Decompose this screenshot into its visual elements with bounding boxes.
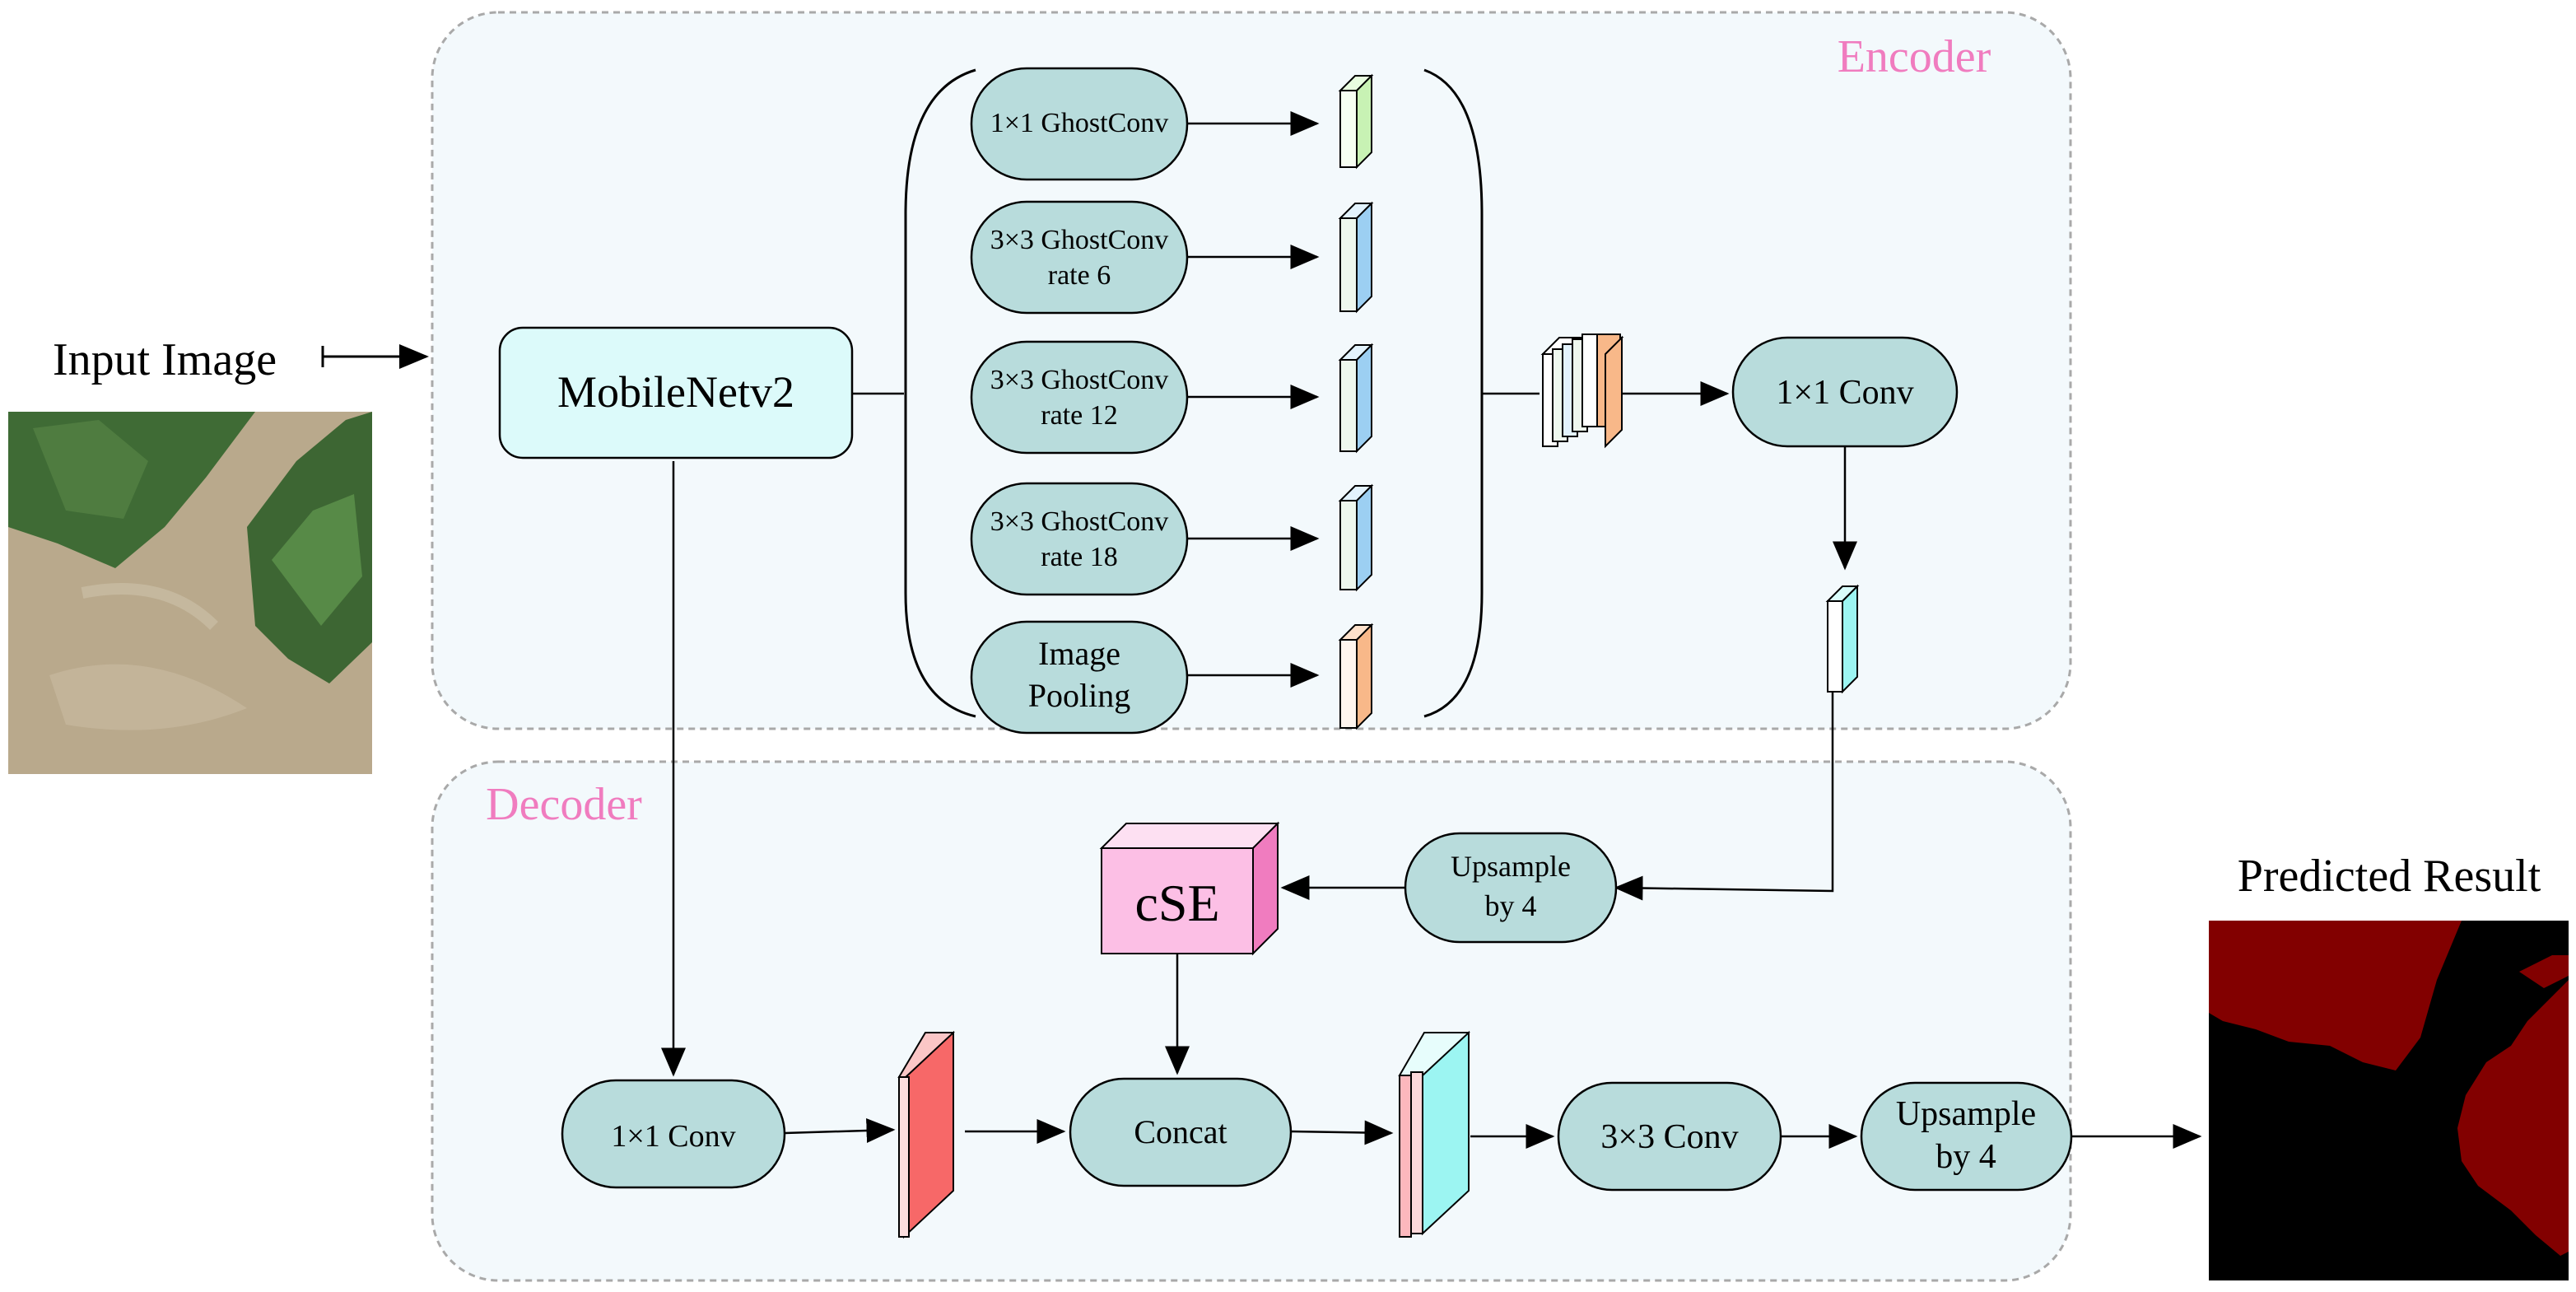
mobilenetv2-node: MobileNetv2: [498, 326, 854, 459]
predicted-result-label: Predicted Result: [2238, 851, 2541, 902]
aspp-right-bracket: [1423, 68, 1484, 718]
ghostconv-rate12-rate: rate 12: [1041, 400, 1117, 431]
upsample-bottom-label-2: by 4: [1935, 1138, 1996, 1176]
ghostconv-rate18-node: 3×3 GhostConv rate 18: [970, 482, 1189, 596]
predicted-result-image: [2209, 921, 2569, 1280]
ghostconv-1x1-node: 1×1 GhostConv: [970, 67, 1189, 181]
ghostconv-rate12-node: 3×3 GhostConv rate 12: [970, 340, 1189, 455]
input-image: [8, 412, 372, 774]
ghostconv-rate18-label: 3×3 GhostConv: [990, 506, 1169, 537]
encoder-label: Encoder: [1838, 31, 1991, 82]
decoder-label: Decoder: [486, 779, 642, 830]
concat-feature-map: [1398, 1030, 1470, 1238]
cse-block: cSE: [1099, 821, 1280, 956]
concatenated-feature-stack: [1540, 333, 1624, 449]
upsample-bottom-node: Upsample by 4: [1860, 1081, 2073, 1192]
upsample-bottom-label-1: Upsample: [1896, 1095, 2036, 1133]
encoder-panel: Encoder: [431, 11, 2072, 730]
feature-map-green: [1338, 73, 1374, 170]
concat-label: Concat: [1134, 1113, 1227, 1150]
feature-map-blue-3: [1338, 483, 1374, 592]
image-pooling-node: Image Pooling: [970, 620, 1189, 735]
image-pooling-label-2: Pooling: [1028, 677, 1130, 714]
input-image-label: Input Image: [53, 334, 277, 385]
ghostconv-rate6-rate: rate 6: [1048, 260, 1111, 291]
encoder-output-map: [1825, 584, 1860, 694]
upsample-top-label-1: Upsample: [1451, 850, 1571, 883]
upsample-top-node: Upsample by 4: [1404, 832, 1618, 944]
mobilenetv2-label: MobileNetv2: [557, 367, 794, 417]
feature-map-blue-1: [1338, 201, 1374, 314]
conv-3x3-node: 3×3 Conv: [1557, 1081, 1782, 1192]
upsample-top-label-2: by 4: [1485, 889, 1537, 922]
ghostconv-1x1-label: 1×1 GhostConv: [990, 108, 1169, 138]
aspp-left-bracket: [904, 68, 976, 718]
encoder-conv-1x1-node: 1×1 Conv: [1731, 336, 1959, 448]
image-pooling-label-1: Image: [1038, 635, 1120, 672]
ghostconv-rate6-node: 3×3 GhostConv rate 6: [970, 200, 1189, 315]
ghostconv-rate12-label: 3×3 GhostConv: [990, 365, 1169, 395]
ghostconv-rate6-label: 3×3 GhostConv: [990, 225, 1169, 255]
decoder-conv-1x1-label: 1×1 Conv: [611, 1119, 735, 1154]
conv-3x3-label: 3×3 Conv: [1600, 1118, 1738, 1156]
ghostconv-rate18-rate: rate 18: [1041, 542, 1117, 572]
concat-node: Concat: [1069, 1077, 1293, 1187]
feature-map-blue-2: [1338, 343, 1374, 454]
low-level-feature-map: [897, 1030, 955, 1239]
feature-map-orange: [1338, 623, 1374, 730]
decoder-conv-1x1-node: 1×1 Conv: [561, 1079, 786, 1189]
cse-label: cSE: [1134, 874, 1219, 932]
encoder-conv-1x1-label: 1×1 Conv: [1776, 374, 1913, 412]
